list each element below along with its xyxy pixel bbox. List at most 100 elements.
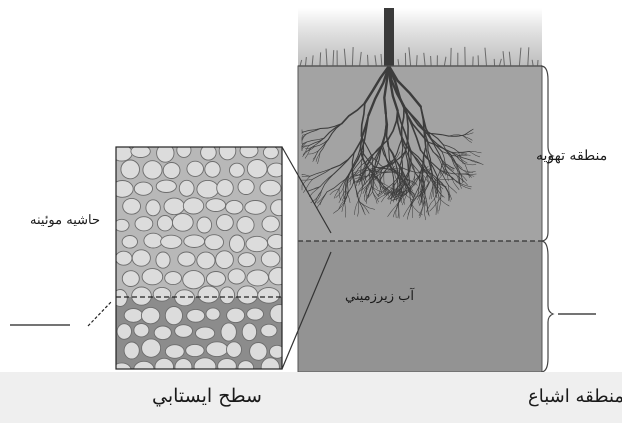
soil-grain [247,270,269,286]
soil-grain [219,142,236,160]
soil-grain [164,198,184,215]
soil-grain [186,344,204,356]
root-branch [402,139,403,165]
plant-stem [384,8,394,66]
saturation-zone-label: منطقه اشباع [528,386,622,407]
soil-grain [261,251,280,267]
soil-grain [247,308,264,320]
saturation-brace [541,241,553,372]
soil-grain [261,324,277,337]
grass-blade [451,48,452,66]
soil-grain [122,271,139,287]
soil-grain [179,180,194,196]
soil-grain [142,339,161,357]
soil-grain [184,235,205,248]
soil-grain [198,286,219,303]
soil-grain [269,268,288,285]
soil-grain [237,217,254,234]
soil-grain [237,286,257,304]
soil-grain [227,308,245,322]
soil-grain [240,143,258,157]
aeration-zone-label: منطقه تهويه [536,148,607,164]
soil-grain [157,216,172,231]
soil-grain [263,146,278,159]
soil-grain [245,201,266,215]
soil-grain [246,236,268,251]
soil-grain [260,180,281,196]
soil-grain [238,179,254,194]
soil-grain [268,234,286,248]
soil-grain [187,309,205,322]
water-table-label: سطح ايستابي [152,385,262,407]
soil-grain [217,180,234,197]
soil-grain [156,180,176,192]
soil-grain [228,269,245,284]
soil-grain [271,200,288,216]
soil-grain [165,345,184,359]
soil-grain [121,160,140,179]
soil-grain [206,342,228,357]
groundwater-soil [298,241,542,372]
soil-grain [270,305,290,323]
soil-grain [187,161,204,176]
soil-grain [161,235,182,248]
soil-grain [144,233,163,248]
soil-grain [216,251,234,269]
soil-grain [197,217,212,233]
soil-grain [183,198,203,214]
soil-grain [165,272,182,285]
soil-grain [205,162,220,178]
soil-grain [142,269,163,285]
soil-grain [122,236,137,249]
soil-column [298,8,542,372]
soil-grain [250,343,267,361]
soil-grain [156,252,170,268]
soil-grain [178,252,195,266]
soil-grain [124,309,142,323]
soil-grain [124,342,139,359]
soil-grain [205,235,224,250]
soil-grain [206,199,226,212]
grass-blade [367,55,368,66]
soil-grain [206,308,220,320]
soil-grain [227,342,242,358]
soil-grain [163,163,180,179]
soil-grain [134,182,152,195]
soil-grain [196,327,215,339]
soil-grain [153,287,171,301]
grass-blade [431,56,432,66]
water-table-pointer [10,301,112,326]
soil-grain [262,216,279,232]
soil-grain [134,324,149,337]
soil-grain [141,307,159,323]
soil-grain [154,326,171,340]
grass-blade [416,55,417,66]
soil-grain [175,325,193,338]
zone-brackets [541,66,596,372]
soil-grain [242,323,256,340]
soil-grain [247,160,267,178]
soil-grain [197,252,215,269]
soil-grain [217,215,234,231]
soil-grain [230,235,245,252]
soil-grain [112,181,134,198]
soil-grain [143,161,162,179]
soil-grain [207,272,226,287]
soil-grain [183,271,205,289]
soil-grain [238,253,255,267]
soil-grain [197,180,219,198]
capillary-inset [111,142,289,377]
grass-sky-area [298,8,542,66]
soil-grain [258,288,280,304]
soil-grain [115,251,132,265]
soil-grain [230,163,245,177]
soil-grain [113,290,127,307]
capillary-fringe-label: حاشيه موئينه [30,213,100,228]
soil-grain [165,307,182,325]
soil-grain [221,323,236,341]
soil-grain [220,287,235,304]
soil-grain [175,290,195,306]
soil-grain [177,143,191,158]
soil-grain [132,250,150,266]
